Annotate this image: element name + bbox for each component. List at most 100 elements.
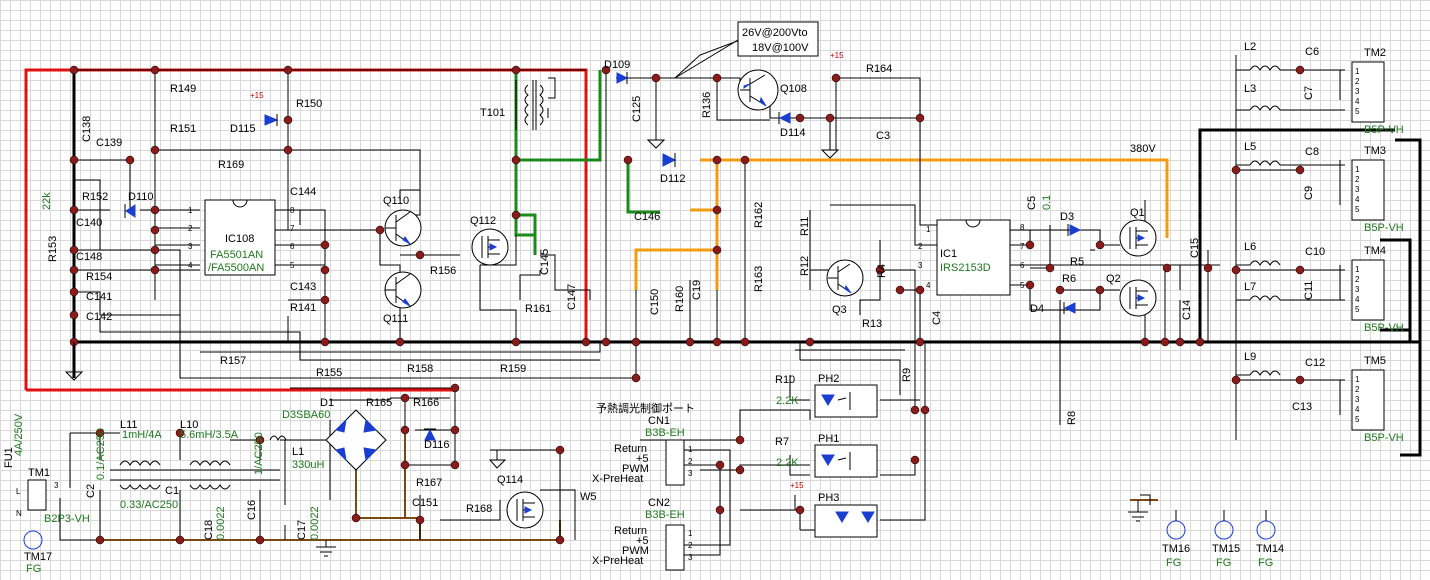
l7-ref: L7 xyxy=(1244,281,1256,293)
ic1-pin1: 1 xyxy=(926,225,931,234)
l6-ref: L6 xyxy=(1244,241,1256,253)
l1-label: 330uH xyxy=(292,459,324,471)
r5-label: R5 xyxy=(1070,256,1084,268)
output-bus-right xyxy=(1395,138,1422,342)
svg-text:1: 1 xyxy=(688,529,693,538)
c4-label: C4 xyxy=(931,311,943,325)
r168-label: R168 xyxy=(466,503,492,515)
ground-bus-right xyxy=(1400,342,1422,457)
l5-ref: L5 xyxy=(1244,141,1256,153)
svg-text:2: 2 xyxy=(1355,385,1360,394)
ic108-ref: IC108 xyxy=(225,233,254,245)
plus15-label-1: +15 xyxy=(250,91,264,100)
cn1-sig2: PWM xyxy=(622,463,649,475)
tm15-ref: TM15 xyxy=(1212,543,1240,555)
r4-label: R4 xyxy=(876,264,888,278)
cn1-sig0: Return xyxy=(614,443,647,455)
ic108-pin1: 1 xyxy=(188,206,193,215)
transistor-symbols xyxy=(384,69,1157,529)
l3-ref: L3 xyxy=(1244,83,1256,95)
d1-part: D3SBA60 xyxy=(282,409,330,421)
r153-value: 22k xyxy=(41,192,53,210)
r160-label: R160 xyxy=(674,286,686,312)
d3-label: D3 xyxy=(1060,211,1074,223)
ic1-pin7: 7 xyxy=(1020,242,1025,251)
svg-text:5: 5 xyxy=(1355,415,1360,424)
c10-label: C10 xyxy=(1305,246,1325,258)
cn2-sig3: X-PreHeat xyxy=(592,555,643,567)
d110-label: D110 xyxy=(128,191,153,203)
q1-label: Q1 xyxy=(1130,207,1145,219)
q108-label: Q108 xyxy=(780,83,807,95)
cn1-title: 予熱調光制御ポート xyxy=(596,401,695,415)
svg-text:4: 4 xyxy=(1355,97,1360,106)
r12-label: R12 xyxy=(799,256,811,276)
r136-label: R136 xyxy=(701,92,713,118)
callout-line1: 26V@200Vto xyxy=(742,27,808,39)
fu1-value: 4A/250V xyxy=(13,413,25,456)
r156-label: R156 xyxy=(430,265,456,277)
bridge-rectifier xyxy=(325,409,387,471)
d4-label: D4 xyxy=(1030,303,1044,315)
tm5-ref: TM5 xyxy=(1364,355,1386,367)
ph1-label: PH1 xyxy=(818,433,839,445)
diode-symbols xyxy=(124,72,1082,441)
plus15-label-3: +15 xyxy=(790,481,804,490)
labels: 26V@200Vto 18V@100V 380V 予熱調光制御ポート +15 +… xyxy=(3,27,1404,575)
c145-label: C145 xyxy=(539,249,551,275)
c144-label: C144 xyxy=(290,186,316,198)
svg-text:1: 1 xyxy=(1355,375,1360,384)
c5-value: 0.1 xyxy=(1041,195,1053,210)
svg-text:2: 2 xyxy=(1355,77,1360,86)
c13-label: C13 xyxy=(1292,401,1312,413)
svg-text:3: 3 xyxy=(1355,285,1360,294)
r167-label: R167 xyxy=(416,477,442,489)
svg-text:4: 4 xyxy=(1355,195,1360,204)
r154-label: R154 xyxy=(86,271,112,283)
hv-label: 380V xyxy=(1130,143,1156,155)
tm2-ref: TM2 xyxy=(1364,47,1386,59)
ph2-label: PH2 xyxy=(818,373,839,385)
c12-label: C12 xyxy=(1305,357,1325,369)
cn2-ref: CN2 xyxy=(648,497,670,509)
c16-label: C16 xyxy=(246,500,258,520)
q3-label: Q3 xyxy=(832,304,847,316)
tm4-part: B5P-VH xyxy=(1364,322,1404,334)
ic108-pin6: 6 xyxy=(290,242,295,251)
r165-label: R165 xyxy=(366,397,392,409)
fu1-label: FU1 xyxy=(3,447,15,468)
c148-label: C148 xyxy=(76,251,102,263)
photocouplers xyxy=(814,384,878,538)
r151-label: R151 xyxy=(170,123,196,135)
r169-label: R169 xyxy=(218,159,244,171)
tm3-part: B5P-VH xyxy=(1364,222,1404,234)
svg-text:4: 4 xyxy=(1355,405,1360,414)
c5-label: C5 xyxy=(1026,196,1038,210)
tm17-fg: FG xyxy=(26,563,41,575)
q110-label: Q110 xyxy=(383,195,409,207)
svg-text:2: 2 xyxy=(1355,175,1360,184)
c17-value: 0.0022 xyxy=(309,506,321,540)
c9-label: C9 xyxy=(1303,186,1315,200)
r157-label: R157 xyxy=(220,355,246,367)
svg-text:1: 1 xyxy=(1355,67,1360,76)
r158-label: R158 xyxy=(407,363,433,375)
svg-text:3: 3 xyxy=(1355,87,1360,96)
c6-label: C6 xyxy=(1305,46,1319,58)
c125-label: C125 xyxy=(631,96,643,122)
c2-value: 0.1/AC250 xyxy=(95,428,107,480)
ic108-part1: FA5501AN xyxy=(210,249,263,261)
d116-label: D116 xyxy=(424,439,449,451)
r150-label: R150 xyxy=(296,98,322,110)
ic1-pin8: 8 xyxy=(1020,223,1025,232)
tm14-fg: FG xyxy=(1258,557,1273,569)
c7-label: C7 xyxy=(1303,86,1315,100)
c8-label: C8 xyxy=(1305,146,1319,158)
output-bus-tm3 xyxy=(1380,238,1412,342)
c19-label: C19 xyxy=(691,280,703,300)
c2-label: C2 xyxy=(85,484,97,498)
c18-value: 0.0022 xyxy=(215,506,227,540)
r10-label: R10 xyxy=(775,374,795,386)
svg-text:1: 1 xyxy=(1355,165,1360,174)
l11-ref: L11 xyxy=(120,419,138,431)
